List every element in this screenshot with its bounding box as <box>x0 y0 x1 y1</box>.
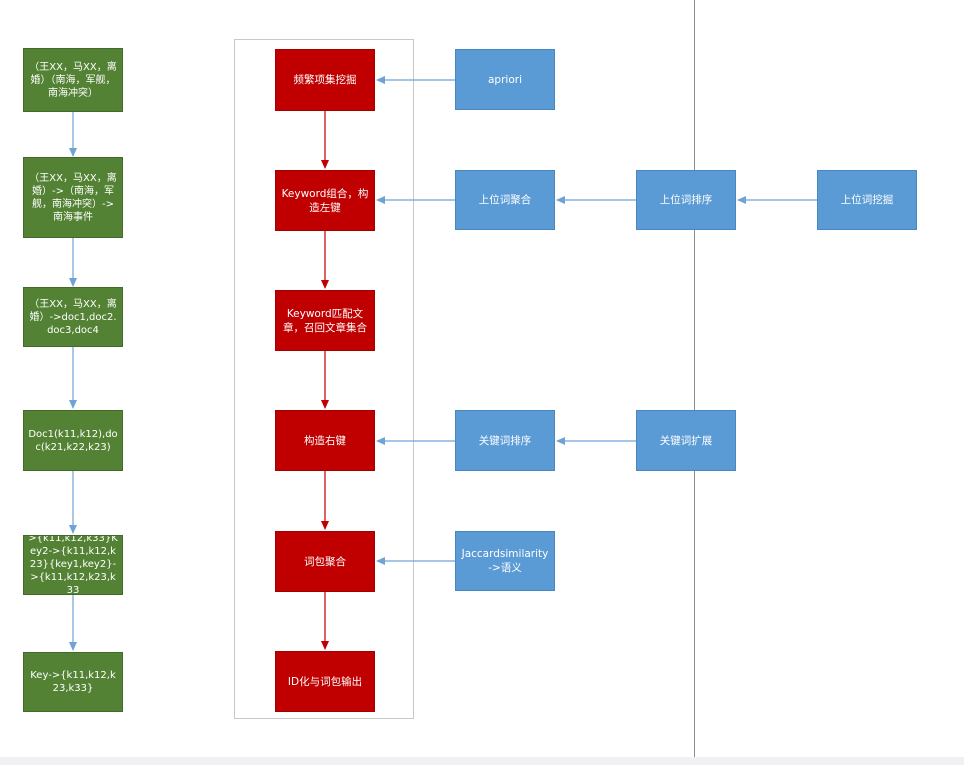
source-hypernym-aggregation[interactable]: 上位词聚合 <box>455 170 555 230</box>
pipeline-step-3-label: Keyword匹配文章，召回文章集合 <box>283 307 367 334</box>
pipeline-step-5-label: 词包聚合 <box>304 555 346 568</box>
pipeline-build-right-key[interactable]: 构造右键 <box>275 410 375 471</box>
example-node-1[interactable]: （王XX，马XX，离婚）（南海，军舰，南海冲突） <box>23 48 123 112</box>
pipeline-step-6-label: ID化与词包输出 <box>287 675 363 688</box>
example-node-3[interactable]: （王XX，马XX，离婚）->doc1,doc2.doc3,doc4 <box>23 287 123 347</box>
pipeline-word-bag-aggregation[interactable]: 词包聚合 <box>275 531 375 592</box>
example-node-4[interactable]: Doc1(k11,k12),doc(k21,k22,k23) <box>23 410 123 471</box>
source-hypernym-mining[interactable]: 上位词挖掘 <box>817 170 917 230</box>
pipeline-frequent-itemset-mining[interactable]: 频繁项集挖掘 <box>275 49 375 111</box>
example-node-6-label: Key->{k11,k12,k23,k33} <box>30 670 116 694</box>
pipeline-group-frame[interactable] <box>234 39 414 719</box>
pipeline-build-left-key[interactable]: Keyword组合，构造左键 <box>275 170 375 231</box>
pipeline-id-and-output[interactable]: ID化与词包输出 <box>275 651 375 712</box>
source-keyword-ranking-label: 关键词排序 <box>478 434 532 447</box>
pipeline-step-1-label: 频繁项集挖掘 <box>293 74 357 86</box>
page-divider-line <box>694 0 695 757</box>
source-hypernym-aggregation-label: 上位词聚合 <box>478 194 532 206</box>
example-node-2[interactable]: （王XX，马XX，离婚）->（南海，军舰，南海冲突）->南海事件 <box>23 157 123 238</box>
source-keyword-expansion[interactable]: 关键词扩展 <box>636 410 736 471</box>
source-hypernym-ranking-label: 上位词排序 <box>659 194 713 206</box>
example-node-5-label: >{k11,k12,k33}Key2->{k11,k12,k23}{key1,k… <box>28 535 118 595</box>
example-node-5[interactable]: >{k11,k12,k33}Key2->{k11,k12,k23}{key1,k… <box>23 535 123 595</box>
source-hypernym-ranking[interactable]: 上位词排序 <box>636 170 736 230</box>
example-node-1-label: （王XX，马XX，离婚）（南海，军舰，南海冲突） <box>29 61 117 99</box>
source-jaccard-label: Jaccardsimilarity->语义 <box>461 548 549 574</box>
source-keyword-ranking[interactable]: 关键词排序 <box>455 410 555 471</box>
source-apriori-label: apriori <box>488 73 522 86</box>
pipeline-keyword-match-articles[interactable]: Keyword匹配文章，召回文章集合 <box>275 290 375 351</box>
bottom-scroll-strip <box>0 757 964 765</box>
example-node-3-label: （王XX，马XX，离婚）->doc1,doc2.doc3,doc4 <box>29 298 117 336</box>
example-node-6[interactable]: Key->{k11,k12,k23,k33} <box>23 652 123 712</box>
pipeline-step-4-label: 构造右键 <box>304 434 346 447</box>
example-node-4-label: Doc1(k11,k12),doc(k21,k22,k23) <box>28 428 118 453</box>
source-jaccard-similarity[interactable]: Jaccardsimilarity->语义 <box>455 531 555 591</box>
pipeline-step-2-label: Keyword组合，构造左键 <box>281 187 369 214</box>
source-apriori[interactable]: apriori <box>455 49 555 110</box>
source-hypernym-mining-label: 上位词挖掘 <box>840 194 894 206</box>
source-keyword-expansion-label: 关键词扩展 <box>659 434 713 447</box>
example-node-2-label: （王XX，马XX，离婚）->（南海，军舰，南海冲突）->南海事件 <box>29 172 117 223</box>
